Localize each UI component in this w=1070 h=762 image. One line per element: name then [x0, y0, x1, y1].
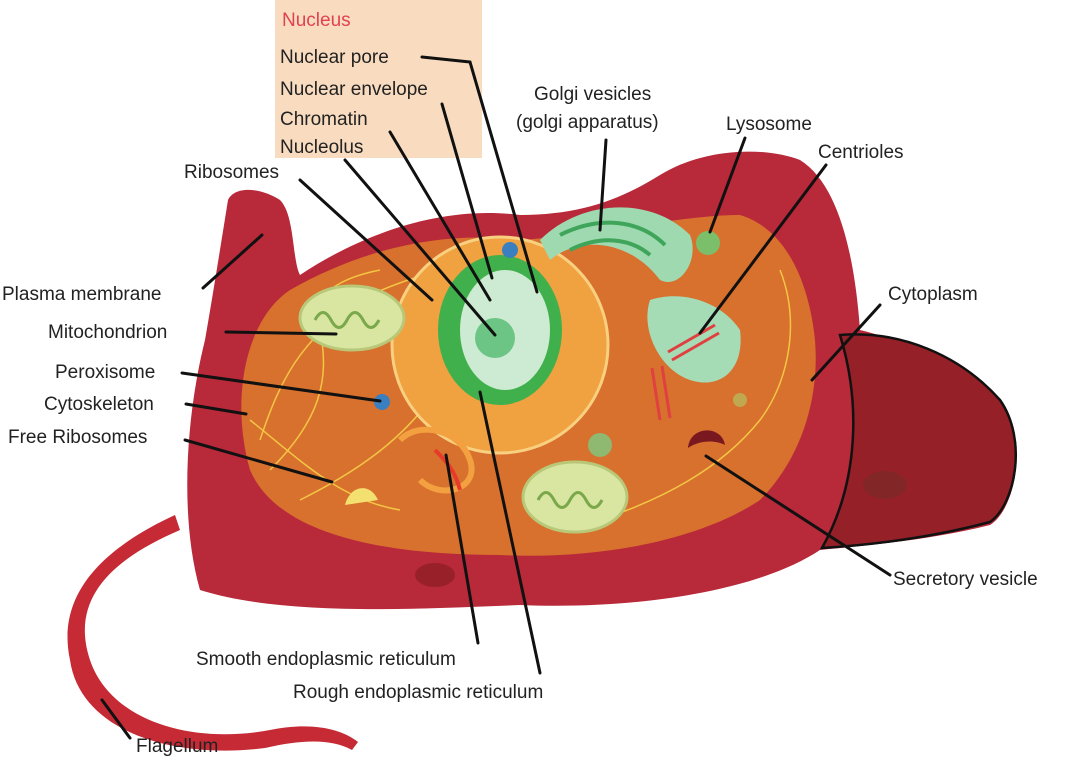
- label-flagellum: Flagellum: [136, 736, 218, 757]
- mitochondrion-2: [521, 460, 629, 534]
- label-peroxisome: Peroxisome: [55, 362, 155, 383]
- label-golgi-line2: (golgi apparatus): [516, 112, 659, 133]
- label-plasma-membrane: Plasma membrane: [2, 284, 161, 305]
- nucleus-title: Nucleus: [282, 10, 351, 31]
- nuclear-pore: [502, 242, 518, 258]
- label-centrioles: Centrioles: [818, 142, 904, 163]
- label-nucleolus: Nucleolus: [280, 137, 363, 158]
- label-free-ribosomes: Free Ribosomes: [8, 427, 147, 448]
- leader-lines: [100, 55, 892, 740]
- nucleus-label-box: [275, 0, 482, 158]
- golgi-apparatus: [540, 207, 741, 383]
- smooth-endoplasmic-reticulum: [397, 426, 475, 494]
- label-rough-er: Rough endoplasmic reticulum: [293, 682, 543, 703]
- label-lysosome: Lysosome: [726, 114, 812, 135]
- label-ribosomes: Ribosomes: [184, 162, 279, 183]
- label-chromatin: Chromatin: [280, 109, 368, 130]
- peroxisome: [374, 394, 390, 410]
- label-smooth-er: Smooth endoplasmic reticulum: [196, 649, 456, 670]
- label-golgi-line1: Golgi vesicles: [534, 84, 651, 105]
- label-cytoskeleton: Cytoskeleton: [44, 394, 154, 415]
- label-cytoplasm: Cytoplasm: [888, 284, 978, 305]
- centrioles: [650, 323, 720, 421]
- label-mitochondrion: Mitochondrion: [48, 322, 167, 343]
- label-nuclear-envelope: Nuclear envelope: [280, 79, 428, 100]
- lysosome: [696, 231, 720, 255]
- secretory-vesicle: [688, 430, 725, 448]
- label-secretory-vesicle: Secretory vesicle: [893, 569, 1038, 590]
- label-nuclear-pore: Nuclear pore: [280, 47, 389, 68]
- nucleolus: [475, 318, 515, 358]
